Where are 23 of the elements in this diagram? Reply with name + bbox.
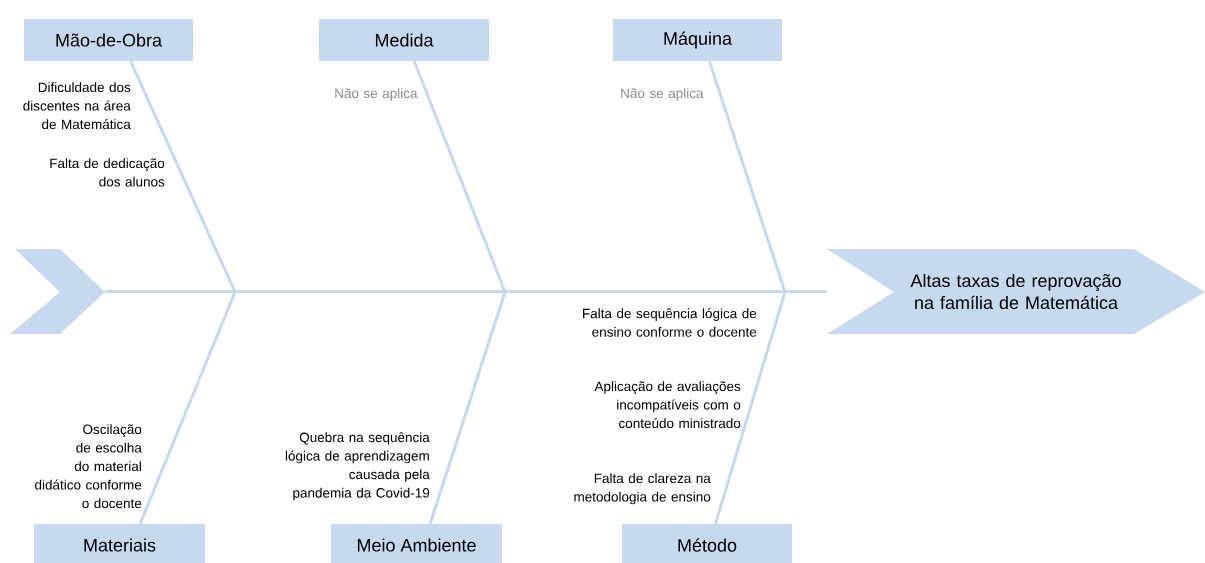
cause-text: Falta de sequência lógica de ensino conforme o docente — [583, 308, 757, 337]
placeholder-text: Não se aplica — [335, 88, 418, 101]
category-box: Mão-de-Obra — [24, 19, 193, 61]
tail-chevron — [10, 249, 105, 334]
bone-line — [707, 60, 787, 293]
cause-text: Quebra na sequência lógica de aprendizagem causada pela pandemia da Covid-19 — [285, 432, 430, 501]
cause-text: Dificuldade dos discentes na área de Matemática — [23, 82, 131, 130]
spine-line — [105, 290, 827, 293]
bone-line — [412, 60, 507, 293]
category-box: Método — [622, 524, 792, 563]
cause-text: Falta de dedicação dos alunos — [50, 158, 165, 187]
category-box: Máquina — [613, 19, 782, 61]
cause-text: Falta de clareza na metodologia de ensino — [574, 473, 711, 505]
category-box: Medida — [319, 19, 489, 61]
category-box: Meio Ambiente — [331, 524, 502, 563]
cause-text: Aplicação de avaliações incompatíveis com o conteúdo ministrado — [594, 381, 741, 429]
placeholder-text: Não se aplica — [621, 88, 704, 101]
bone-line — [129, 60, 237, 293]
category-box: Materiais — [34, 524, 205, 563]
cause-text: Oscilação de escolha do material didático conforme o docente — [35, 424, 142, 509]
bone-line — [714, 291, 787, 525]
bone-line — [428, 291, 507, 525]
bone-line — [138, 291, 237, 525]
